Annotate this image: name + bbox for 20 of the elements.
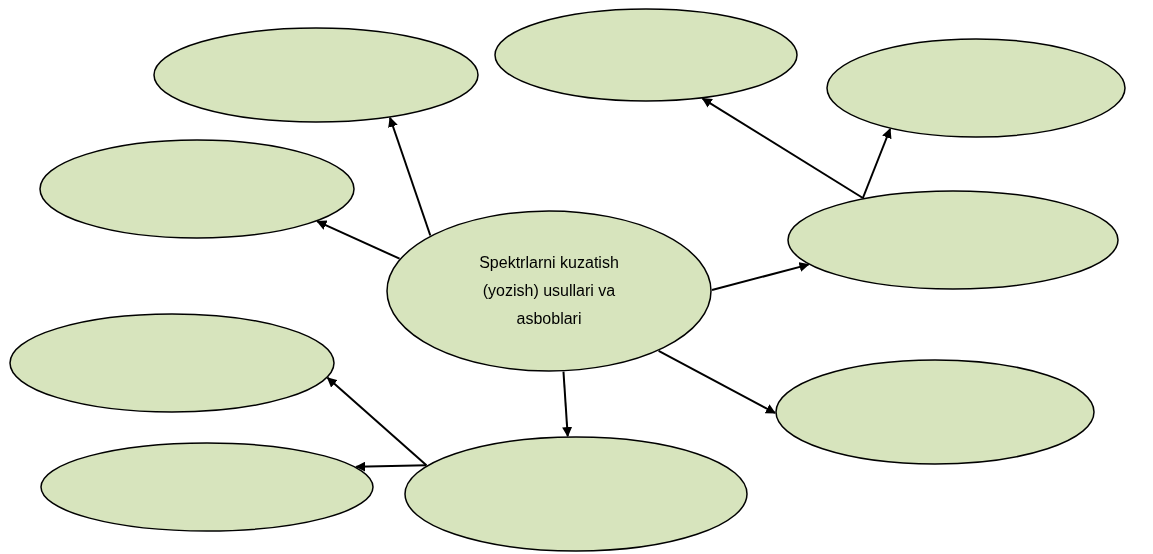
ellipse-node bbox=[826, 38, 1126, 138]
arrow bbox=[316, 220, 401, 260]
arrow bbox=[355, 461, 428, 472]
arrow bbox=[388, 116, 432, 237]
arrow bbox=[657, 349, 777, 414]
arrow bbox=[562, 370, 573, 438]
ellipse-node bbox=[787, 190, 1119, 290]
ellipse-node bbox=[39, 139, 355, 239]
ellipse-node bbox=[775, 359, 1095, 465]
arrow bbox=[861, 128, 892, 199]
arrow bbox=[701, 97, 864, 199]
arrow bbox=[326, 376, 428, 467]
ellipse-node bbox=[494, 8, 798, 102]
ellipse-node bbox=[40, 442, 374, 532]
ellipse-node bbox=[153, 27, 479, 123]
ellipse-node bbox=[9, 313, 335, 413]
arrow bbox=[711, 262, 810, 292]
node-text: Spektrlarni kuzatish (yozish) usullari va asboblari bbox=[478, 253, 620, 329]
ellipse-node bbox=[386, 210, 712, 372]
ellipse-node bbox=[404, 436, 748, 552]
